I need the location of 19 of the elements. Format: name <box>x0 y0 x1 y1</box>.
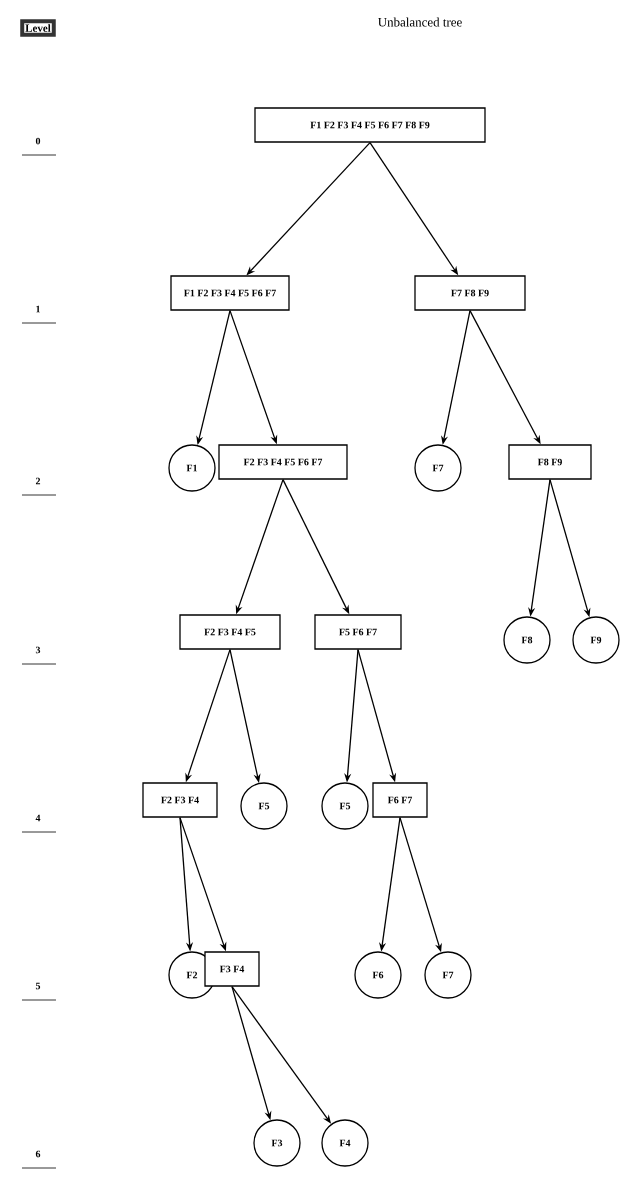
tree-node-box: F1 F2 F3 F4 F5 F6 F7 <box>170 275 290 311</box>
tree-node-box: F8 F9 <box>508 444 592 480</box>
tree-node-box: F7 F8 F9 <box>414 275 526 311</box>
level-number: 1 <box>36 305 40 313</box>
level-number: 0 <box>35 137 41 145</box>
title: Unbalanced tree <box>378 17 462 27</box>
level-box: Level <box>20 19 56 37</box>
tree-node-box: F2 F3 F4 F5 F6 F7 <box>218 444 348 480</box>
level-number: 5 <box>35 982 41 990</box>
tree-node-box: F1 F2 F3 F4 F5 F6 F7 F8 F9 <box>254 107 486 143</box>
level-number: 3 <box>35 646 41 654</box>
tree-node-box: F2 F3 F4 <box>142 782 218 818</box>
tree-node-box: F5 F6 F7 <box>314 614 402 650</box>
level-number: 2 <box>35 477 41 485</box>
level-number: 6 <box>35 1150 41 1158</box>
tree-node-box: F2 F3 F4 F5 <box>179 614 281 650</box>
tree-node-box: F3 F4 <box>204 951 260 987</box>
tree-node-box: F6 F7 <box>372 782 428 818</box>
level-number: 4 <box>35 814 41 822</box>
